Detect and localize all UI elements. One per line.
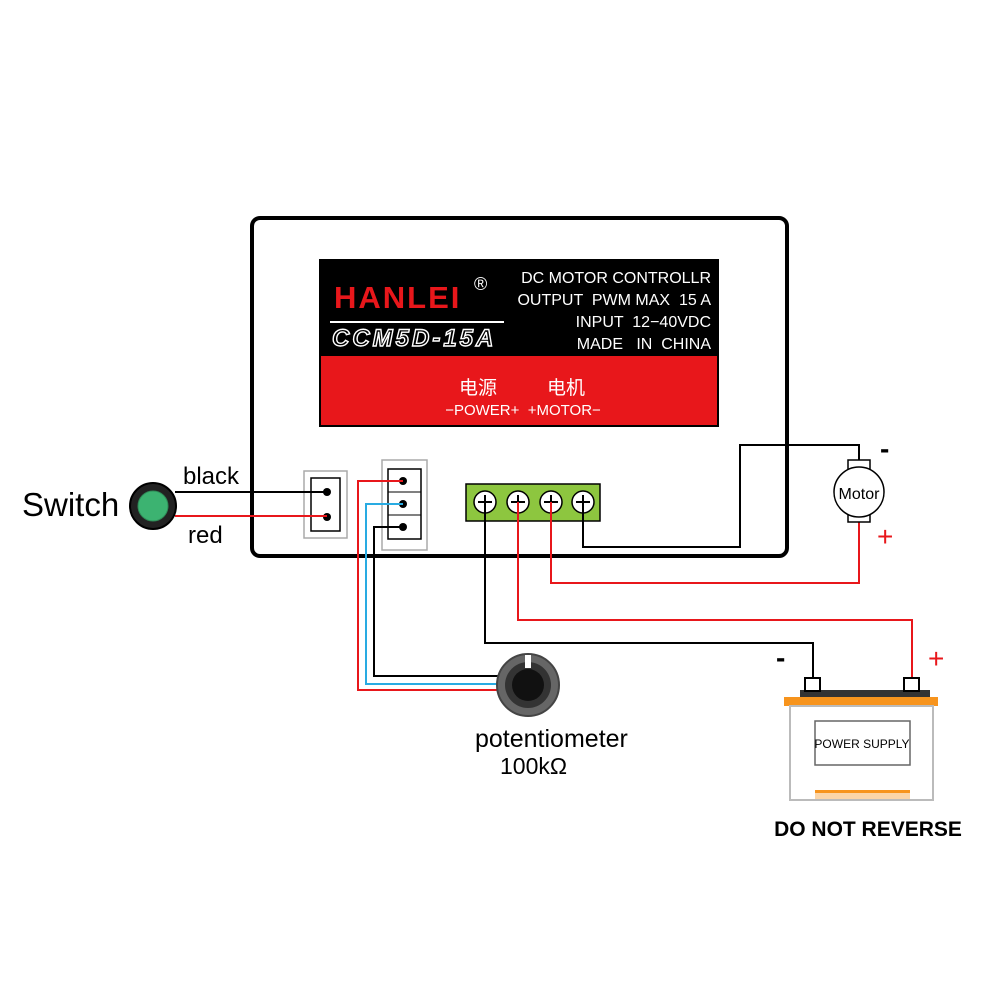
wire-motor-negative (582, 444, 860, 548)
registered-mark: ® (474, 274, 487, 294)
battery-plus: + (928, 643, 944, 674)
switch-connector (303, 470, 348, 539)
brand-logo: HANLEI (334, 280, 461, 315)
motor-minus: - (880, 433, 889, 464)
controller-label: HANLEI ® CCM5D-15A DC MOTOR CONTROLLR OU… (319, 259, 719, 427)
wire-red-label: red (188, 522, 223, 549)
battery-icon (784, 677, 938, 801)
wire-motor-positive (550, 502, 860, 584)
label-frame (319, 259, 719, 427)
terminal-block (465, 483, 601, 522)
battery-label: POWER SUPPLY (814, 737, 909, 751)
terminal-en-label: −POWER+ +MOTOR− (445, 402, 601, 419)
battery-minus: - (776, 642, 785, 673)
knob-icon (496, 653, 560, 717)
motor-label: Motor (839, 486, 881, 503)
wire-power-positive (517, 502, 913, 678)
switch-label: Switch (22, 486, 119, 523)
terminal-cn-power: 电源 (459, 377, 497, 399)
spec-line-1: DC MOTOR CONTROLLR (521, 270, 711, 287)
wires (175, 444, 913, 691)
potentiometer-value: 100kΩ (500, 753, 567, 779)
spec-line-2: OUTPUT PWM MAX 15 A (517, 292, 711, 309)
wire-pot-black (373, 526, 500, 677)
wire-pot-red (357, 480, 500, 691)
motor-plus: + (877, 521, 893, 552)
push-button-icon (129, 482, 177, 530)
potentiometer-label: potentiometer (475, 725, 628, 753)
model-number: CCM5D-15A (332, 325, 496, 352)
wire-pot-blue (365, 503, 500, 685)
terminal-cn-motor: 电机 (547, 377, 585, 399)
battery-warning: DO NOT REVERSE (774, 818, 962, 841)
spec-line-4: MADE IN CHINA (577, 336, 712, 353)
label-red-area (320, 356, 718, 426)
label-black-area (320, 260, 718, 356)
wire-power-negative (484, 502, 814, 678)
wire-black-label: black (183, 463, 240, 490)
motor-icon (833, 459, 885, 523)
spec-line-3: INPUT 12−40VDC (576, 314, 711, 331)
